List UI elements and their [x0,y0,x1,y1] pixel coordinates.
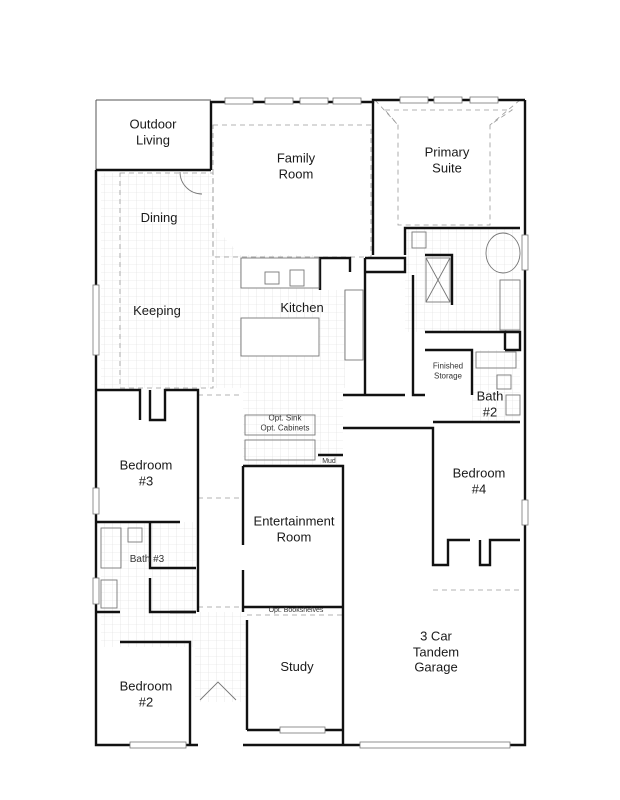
kitchen-counter [240,257,320,289]
primary-shower [425,257,451,303]
dining-keeping-ceiling [119,172,214,389]
foyer-tile [195,612,247,702]
hall-tile [243,388,343,466]
room-mud: Mud [322,457,336,465]
shower-x2 [425,257,451,303]
window-family-4 [332,97,362,105]
window-bedroom2 [129,741,187,749]
window-family-2 [264,97,294,105]
bath2-toilet [496,374,512,390]
bath2-tub [475,351,517,369]
primary-closet-wall [365,256,407,274]
exterior-wall-north [209,98,525,170]
room-finished-storage: Finished Storage [432,361,464,380]
window-primary-2 [433,96,463,104]
primary-toilet [411,231,427,249]
bath2-tile [472,350,520,422]
bedroom4-south-wall [431,538,470,567]
hall-counter [244,439,316,461]
room-bath-2: Bath #2 [476,388,504,419]
window-family-1 [224,97,254,105]
bath2-vanity [505,394,521,416]
storage-divider [425,348,474,395]
kitchen-sink [289,269,305,287]
primary-tray-ceiling [384,109,514,226]
room-outdoor-living: Outdoor Living [129,116,177,147]
east-counter [344,289,364,361]
room-entertainment: Entertainment Room [253,513,335,544]
window-bedroom4 [521,499,529,526]
bath2-wall [505,330,522,352]
bath3-wall [148,522,196,570]
primary-tray-corner-1 [374,99,399,126]
window-bedroom3 [92,487,100,515]
room-dining: Dining [140,210,178,226]
room-garage: 3 Car Tandem Garage [412,628,460,675]
bedroom2-wall [120,640,192,745]
tile-floor-areas [101,173,520,702]
windows [92,96,529,749]
room-family-room: Family Room [276,150,316,181]
kitchen-island [240,317,320,357]
window-bath3 [92,577,100,605]
front-door-swing [199,681,237,701]
window-family-3 [299,97,329,105]
dining-door-swing [179,171,203,195]
room-opt-bookshelves: Opt. Bookshelves [268,606,324,614]
bedroom3-north-wall [96,388,142,420]
window-study [279,726,326,734]
window-primary-1 [399,96,429,104]
fixtures [100,171,521,701]
room-opt-sink-cabinets: Opt. Sink Opt. Cabinets [260,413,310,432]
entertainment-wall [243,464,345,745]
room-study: Study [280,659,314,675]
room-bedroom-3: Bedroom #3 [119,457,173,488]
room-primary-suite: Primary Suite [424,144,470,175]
bedroom3-closet-wall [148,388,200,612]
room-bedroom-2: Bedroom #2 [119,678,173,709]
room-bedroom-4: Bedroom #4 [452,465,506,496]
bedroom4-closet-wall [478,538,520,567]
shower-wall [425,253,454,305]
hall-cabinets [244,414,316,436]
window-primary-3 [469,96,499,104]
bath3-tub [100,527,122,569]
bath3-vanity [100,579,118,609]
closet-divider [411,275,425,397]
room-kitchen: Kitchen [280,300,324,316]
primary-bath-wall [403,226,520,255]
room-bath-3: Bath #3 [129,554,165,565]
ceiling-dashed-lines [119,99,521,616]
garage-wall [343,426,435,540]
bath3-toilet [127,527,143,543]
kitchen-tile [213,225,345,388]
dining-keeping-tile [101,173,213,388]
window-primary-bath [521,234,529,271]
garage-door [359,741,511,749]
walls [94,98,527,747]
family-room-ceiling [212,124,372,258]
primary-vanity [499,279,521,331]
exterior-wall-south [243,100,527,747]
primary-tub [485,232,521,274]
window-keeping [92,284,100,356]
range [264,271,280,285]
storage-wall [425,330,507,350]
room-keeping: Keeping [133,303,181,319]
primary-tray-corner-2 [489,99,521,126]
pantry-wall [318,256,352,290]
